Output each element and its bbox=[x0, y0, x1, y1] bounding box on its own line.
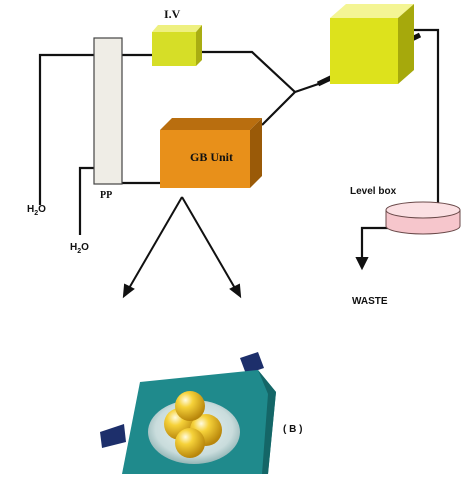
gb-arrow-right-head bbox=[229, 283, 242, 299]
gb-to-junction-line bbox=[261, 91, 296, 126]
h2o-label-left: H2O bbox=[27, 204, 46, 217]
device-tab-top bbox=[240, 352, 264, 374]
gb-arrow-left-shaft bbox=[127, 196, 183, 291]
gb-arrow-right-shaft bbox=[181, 196, 237, 291]
arrows bbox=[122, 196, 369, 299]
waste-label: WASTE bbox=[352, 296, 388, 307]
h2o-inlet-line-mid bbox=[78, 166, 94, 235]
level-box-label: Level box bbox=[350, 186, 397, 197]
pp-column bbox=[93, 37, 123, 185]
waste-arrow-head bbox=[355, 257, 369, 271]
connection-lines bbox=[38, 28, 440, 260]
h2o-label-mid: H2O bbox=[70, 242, 89, 255]
level-box-container bbox=[385, 201, 461, 235]
device-illustration bbox=[100, 352, 276, 474]
box-to-levelbox-line bbox=[412, 28, 440, 206]
iv-box bbox=[152, 25, 202, 66]
gb-unit-label: GB Unit bbox=[190, 150, 234, 164]
gb-arrow-left-head bbox=[122, 283, 135, 299]
pp-label: PP bbox=[100, 190, 113, 201]
sphere-4 bbox=[175, 428, 205, 458]
h2o-inlet-line-left bbox=[38, 53, 94, 205]
sphere-3 bbox=[175, 391, 205, 421]
iv-to-junction-line bbox=[198, 50, 296, 93]
levelbox-to-waste-line bbox=[360, 226, 392, 260]
gb-unit-box bbox=[160, 118, 262, 188]
panel-b-label: ( B ) bbox=[283, 424, 303, 435]
device-tab-left bbox=[100, 424, 126, 448]
yellow-box bbox=[330, 4, 414, 84]
iv-label: I.V bbox=[164, 7, 181, 21]
